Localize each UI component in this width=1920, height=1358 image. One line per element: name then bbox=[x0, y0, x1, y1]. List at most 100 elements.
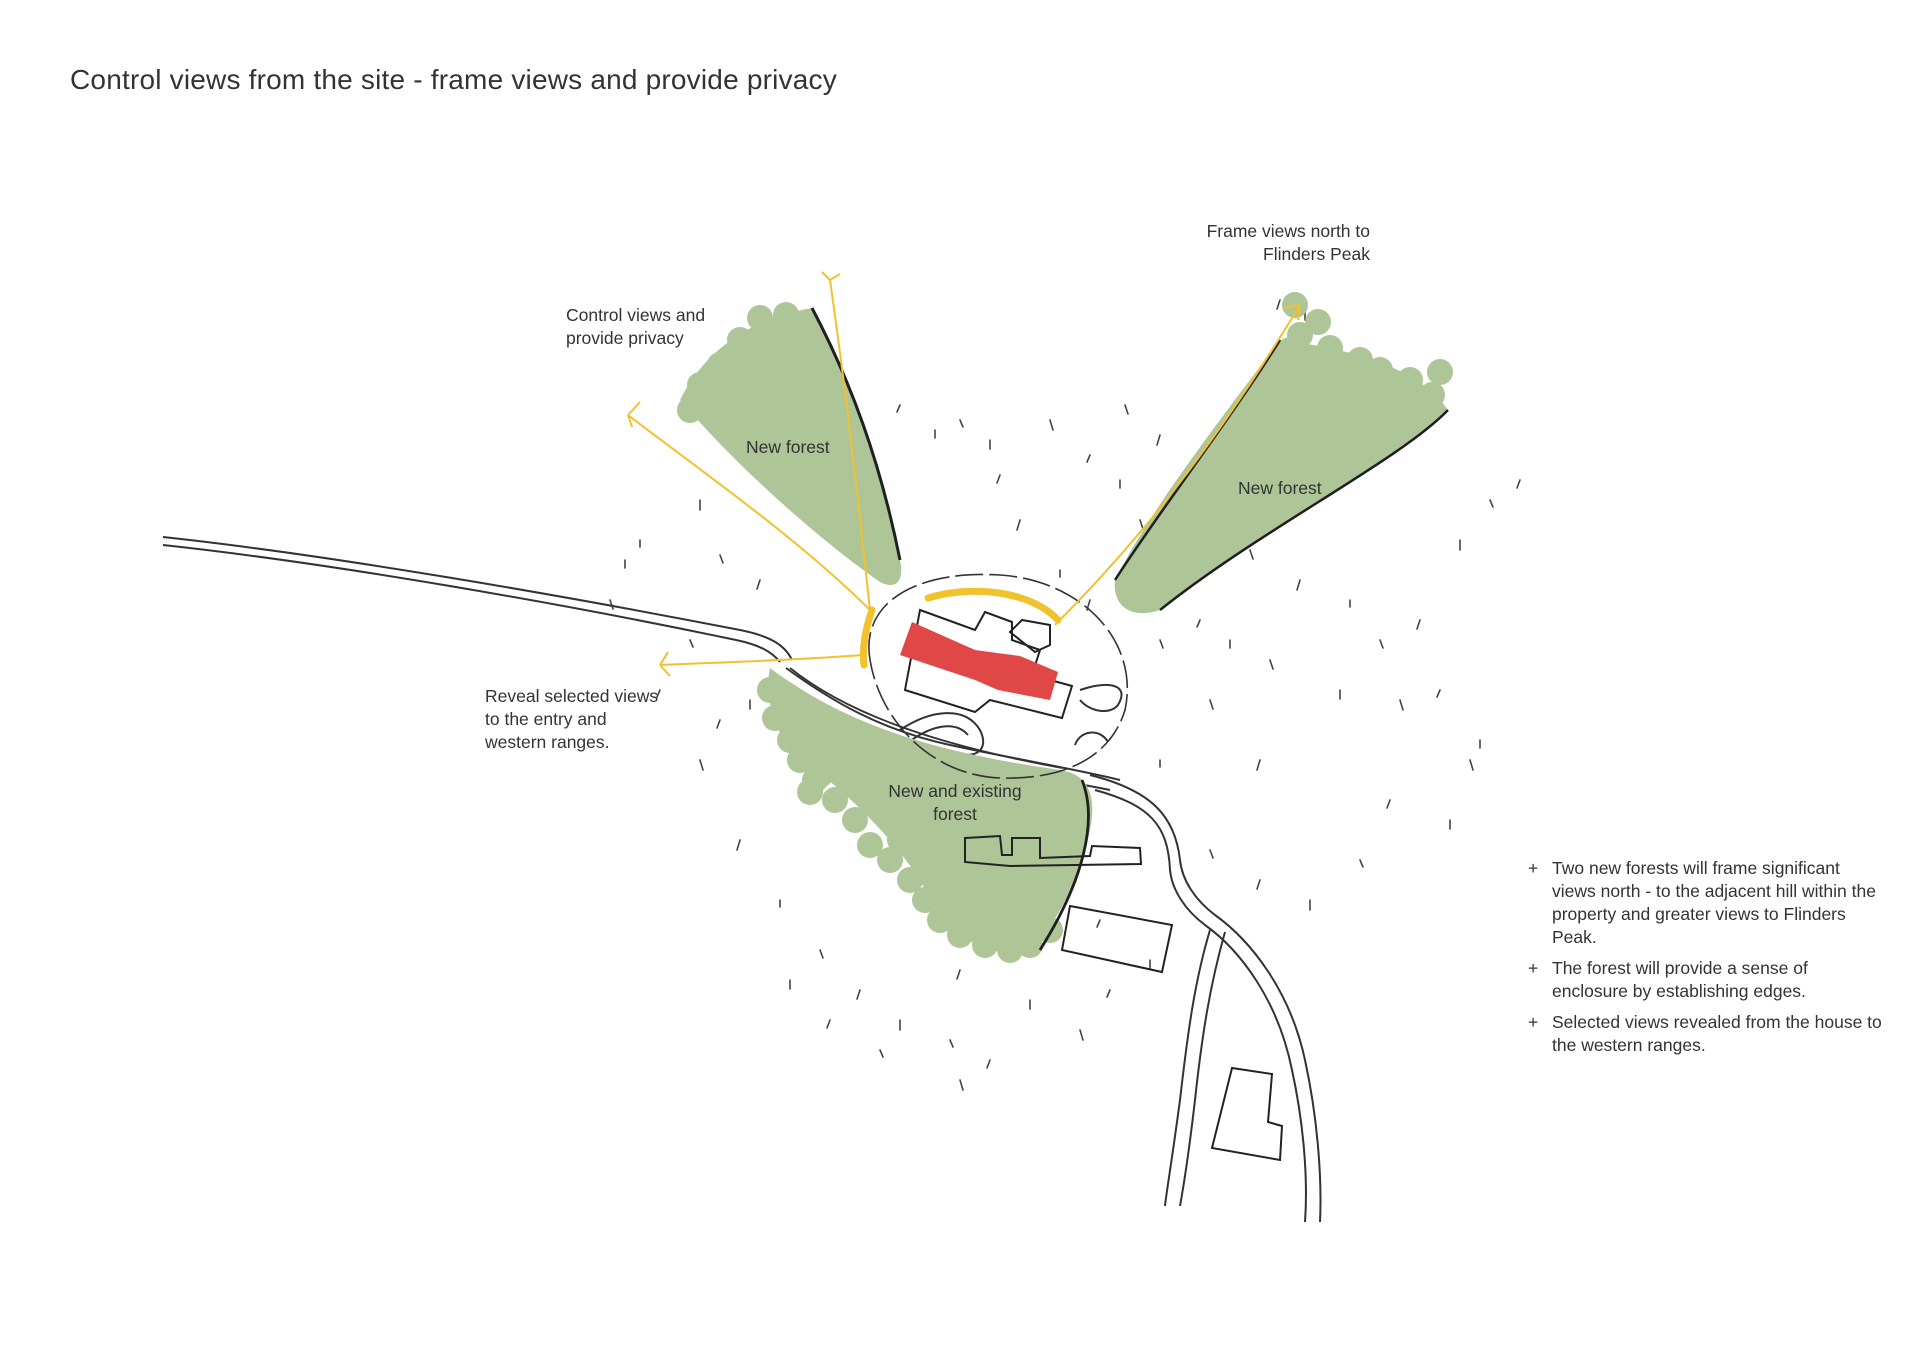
hatch-mark bbox=[1359, 859, 1364, 868]
hatch-mark bbox=[856, 989, 861, 1000]
label-reveal-views: Reveal selected views to the entry and w… bbox=[485, 686, 659, 752]
hatch-mark bbox=[699, 759, 704, 771]
hatch-mark bbox=[1196, 619, 1201, 628]
house bbox=[900, 622, 1058, 700]
tree-canopy bbox=[777, 727, 803, 753]
hatch-mark bbox=[949, 1039, 954, 1048]
hatch-mark bbox=[1256, 879, 1261, 890]
hatch-mark bbox=[896, 404, 901, 413]
forest-south bbox=[757, 667, 1093, 963]
tree-canopy bbox=[1305, 309, 1331, 335]
hatch-mark bbox=[1159, 639, 1164, 649]
hatch-mark bbox=[959, 419, 964, 428]
hatch-mark bbox=[1256, 759, 1261, 771]
hatch-mark bbox=[1016, 519, 1021, 531]
hatch-mark bbox=[1296, 579, 1301, 591]
tree-canopy bbox=[932, 882, 958, 908]
tree-canopy bbox=[807, 762, 833, 788]
hatch-mark bbox=[826, 1019, 831, 1029]
hatch-mark bbox=[819, 949, 824, 959]
hatch-mark bbox=[1079, 1029, 1084, 1041]
tree-canopy bbox=[1419, 382, 1445, 408]
hatch-mark bbox=[1096, 919, 1101, 928]
tree-canopy bbox=[1017, 932, 1043, 958]
hatch-mark bbox=[756, 579, 761, 590]
tree-canopy bbox=[732, 382, 758, 408]
tree-canopy bbox=[1367, 357, 1393, 383]
hatch-mark bbox=[1379, 639, 1384, 649]
tree-canopy bbox=[1307, 367, 1333, 393]
tree-canopy bbox=[1337, 372, 1363, 398]
tree-canopy bbox=[842, 807, 868, 833]
hatch-mark bbox=[716, 719, 721, 729]
tree-canopy bbox=[787, 747, 813, 773]
tree-canopy bbox=[877, 847, 903, 873]
note-item: +The forest will provide a sense of encl… bbox=[1528, 958, 1808, 1001]
hatch-mark bbox=[609, 599, 614, 610]
hatch-mark bbox=[1399, 699, 1404, 711]
hatch-mark bbox=[959, 1079, 964, 1091]
tree-canopy bbox=[1317, 335, 1343, 361]
hatch-mark bbox=[1106, 989, 1111, 998]
notes-list: +Two new forests will frame significant … bbox=[1528, 857, 1888, 1065]
label-forest-east: New forest bbox=[1238, 478, 1322, 498]
label-forest-west: New forest bbox=[746, 437, 830, 457]
tree-canopy bbox=[762, 705, 788, 731]
tree-canopy bbox=[887, 827, 913, 853]
tree-canopy bbox=[757, 677, 783, 703]
tree-canopy bbox=[972, 932, 998, 958]
tree-canopy bbox=[1347, 347, 1373, 373]
hatch-mark bbox=[689, 639, 694, 648]
tree-canopy bbox=[727, 327, 753, 353]
hatch-mark bbox=[1139, 519, 1144, 530]
hatch-mark bbox=[719, 554, 724, 564]
hatch-mark bbox=[996, 474, 1001, 484]
tree-canopy bbox=[777, 327, 803, 353]
hatch-mark bbox=[1469, 759, 1474, 771]
hatch-mark bbox=[1436, 689, 1441, 698]
tree-canopy bbox=[742, 357, 768, 383]
tree-canopy bbox=[1277, 337, 1303, 363]
tree-canopy bbox=[747, 305, 773, 331]
hatch-mark bbox=[879, 1049, 884, 1058]
label-frame-views: Frame views north to Flinders Peak bbox=[1206, 221, 1370, 264]
forest-west bbox=[677, 302, 902, 586]
hatch-mark bbox=[1489, 499, 1494, 508]
tree-canopy bbox=[997, 937, 1023, 963]
hatch-mark bbox=[986, 1059, 991, 1069]
view-lines bbox=[627, 271, 1301, 677]
tree-canopy bbox=[927, 907, 953, 933]
hatch-mark bbox=[1209, 849, 1214, 859]
tree-canopy bbox=[857, 832, 883, 858]
site-boundary bbox=[868, 573, 1129, 779]
hatch-mark bbox=[1049, 419, 1054, 431]
label-control-views: Control views and provide privacy bbox=[566, 305, 706, 348]
hatch-mark bbox=[1386, 799, 1391, 809]
note-item: +Two new forests will frame significant … bbox=[1528, 858, 1876, 947]
tree-canopy bbox=[822, 787, 848, 813]
access-road bbox=[162, 536, 1322, 1223]
hatch-mark bbox=[1276, 299, 1281, 310]
hatch-mark bbox=[736, 839, 741, 851]
hatch-mark bbox=[1269, 659, 1274, 670]
hatch-mark bbox=[1124, 404, 1129, 415]
hatch-mark bbox=[956, 969, 961, 980]
page-title: Control views from the site - frame view… bbox=[70, 64, 837, 95]
tree-canopy bbox=[697, 387, 723, 413]
tree-canopy bbox=[857, 777, 883, 803]
tree-canopy bbox=[897, 867, 923, 893]
tree-canopy bbox=[1397, 367, 1423, 393]
tree-canopy bbox=[773, 302, 799, 328]
view-frame-arcs bbox=[859, 587, 1062, 669]
tree-canopy bbox=[707, 352, 733, 378]
hatch-mark bbox=[1209, 699, 1214, 710]
forest-east bbox=[1113, 292, 1453, 614]
tree-canopy bbox=[757, 332, 783, 358]
outbuildings bbox=[964, 834, 1284, 1162]
tree-canopy bbox=[912, 887, 938, 913]
hatch-mark bbox=[1516, 479, 1521, 489]
tree-canopy bbox=[947, 922, 973, 948]
hatch-mark bbox=[656, 689, 661, 698]
hatch-mark bbox=[1416, 619, 1421, 630]
